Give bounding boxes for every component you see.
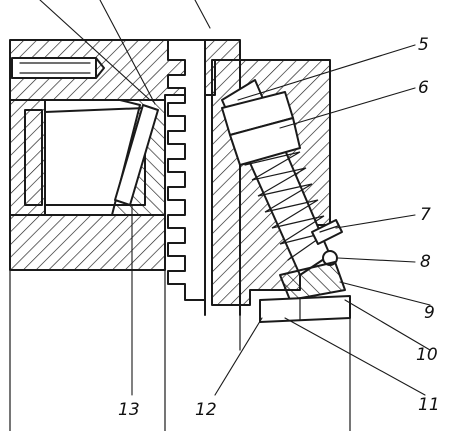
callout-9: 9 <box>424 303 435 323</box>
toothed-rack <box>167 39 206 301</box>
base-plate-10 <box>259 295 351 323</box>
callout-7: 7 <box>420 205 431 225</box>
leader-6 <box>279 87 416 129</box>
callout-11: 11 <box>418 395 440 415</box>
slider-9 <box>279 261 346 301</box>
leader-9 <box>339 281 431 306</box>
leader-7 <box>335 214 416 229</box>
callout-5: 5 <box>418 35 429 55</box>
housing-bottom-block <box>9 214 166 271</box>
leader-12 <box>214 317 263 396</box>
leader-top-3 <box>194 0 211 29</box>
leader-11 <box>284 317 426 396</box>
callout-10: 10 <box>416 345 438 365</box>
leader-10 <box>344 299 431 351</box>
spring <box>244 151 329 261</box>
bolt <box>11 57 97 79</box>
callout-13: 13 <box>118 400 140 420</box>
wedge-pin-13 <box>114 104 159 206</box>
callout-8: 8 <box>420 252 431 272</box>
detent-screw-7 <box>311 219 343 245</box>
leader-5 <box>237 44 416 101</box>
bolt-tip <box>95 57 105 79</box>
housing-left-wall <box>9 99 46 216</box>
leader-top-2 <box>99 0 156 105</box>
leader-top-1 <box>39 0 151 101</box>
cavity-inner-outline <box>24 109 43 206</box>
plunger-body-6 <box>229 117 301 166</box>
callout-6: 6 <box>418 78 429 98</box>
callout-12: 12 <box>195 400 217 420</box>
leader-8 <box>337 257 416 263</box>
screw-slot <box>319 225 339 233</box>
